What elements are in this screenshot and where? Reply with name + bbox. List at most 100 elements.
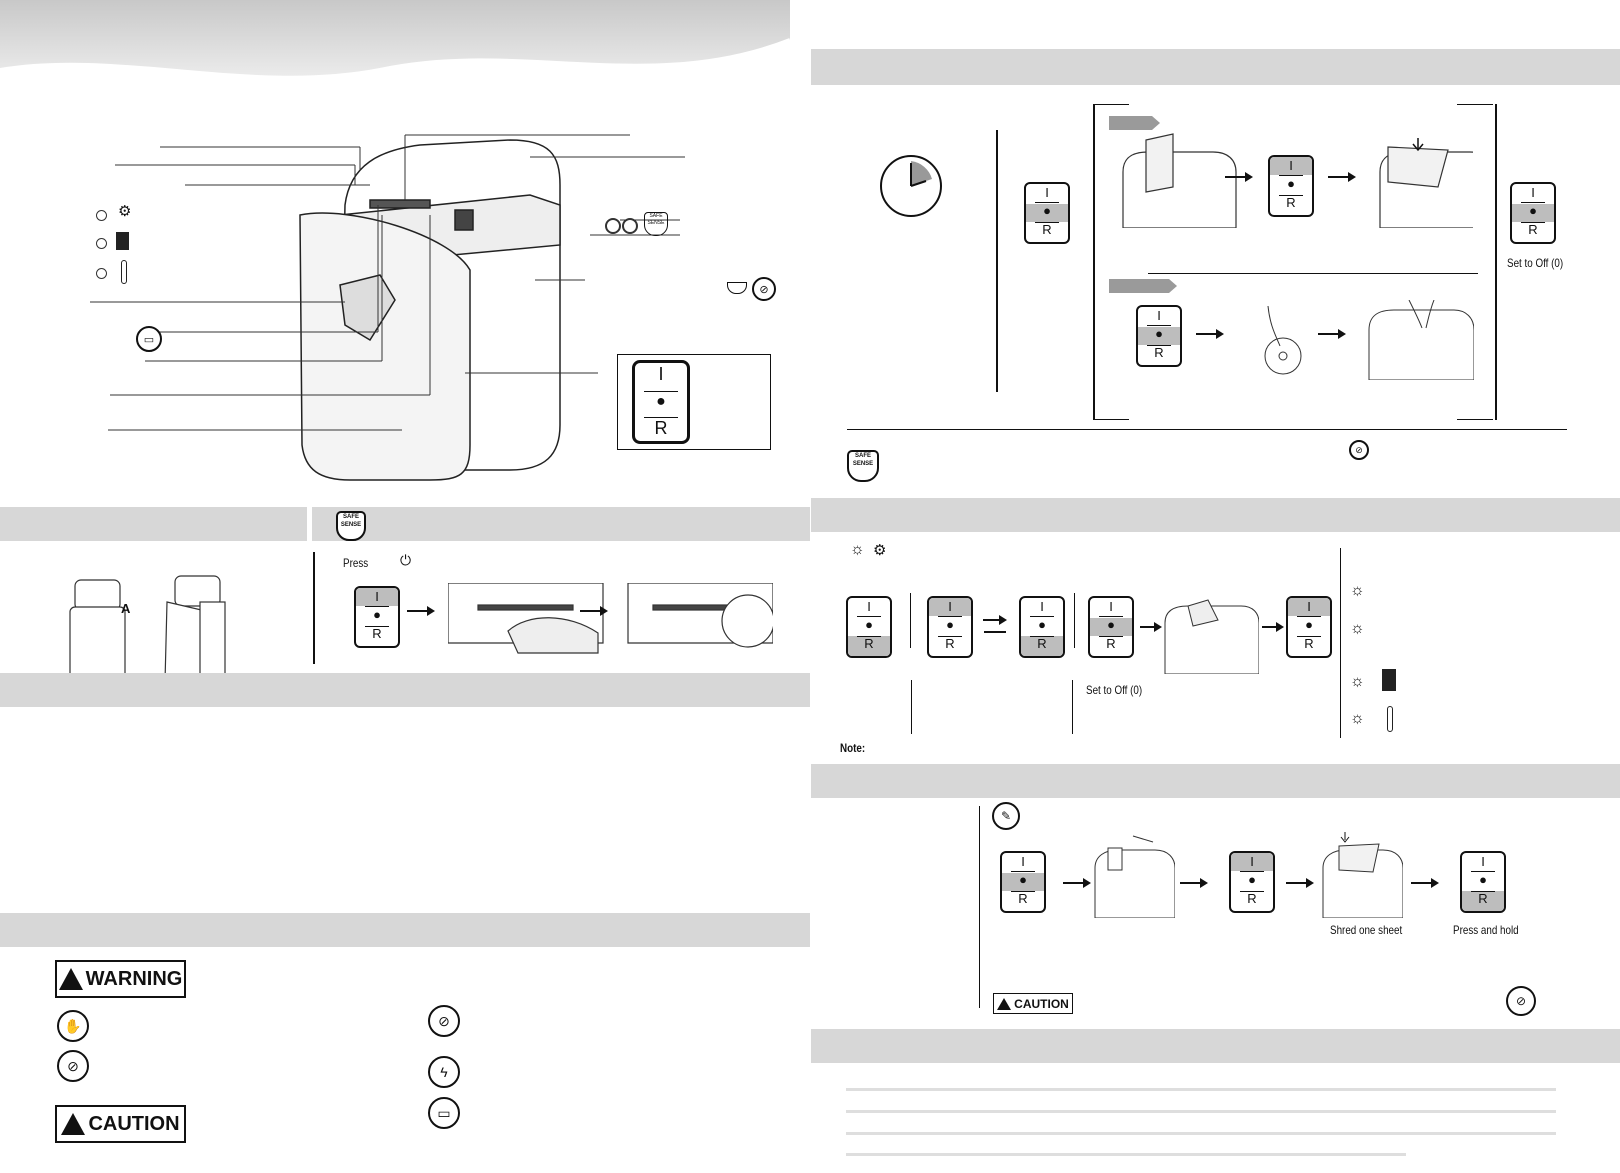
section-band-indicators [811, 498, 1620, 532]
step-tag-paper [1109, 116, 1160, 130]
safe-sense-badge: SAFE SENSE [847, 450, 879, 482]
cd-shred-illustration [1368, 300, 1474, 380]
safe-sense-badge: SAFE SENSE [644, 212, 668, 236]
indicator-dot-binfull [96, 238, 107, 249]
switch-bottom: R [1018, 891, 1028, 906]
sun-indicator-icon: ☼ [1350, 710, 1365, 727]
caution-sign-small: CAUTION [993, 993, 1073, 1014]
divider [1072, 680, 1073, 734]
note-label: Note: [840, 741, 866, 755]
switch-middle: ● [865, 617, 873, 632]
switch-press: I ● R [354, 586, 400, 648]
jam-clear-illustration [1164, 599, 1259, 674]
bracket-top-right [1457, 104, 1493, 105]
flow-arrow [1180, 878, 1208, 888]
switch-bottom: R [945, 636, 955, 651]
safe-sense-badge: SAFE SENSE [336, 511, 366, 541]
switch-bottom: R [1042, 222, 1052, 237]
switch-auto: I ● R [1024, 182, 1070, 244]
text-line [846, 1088, 1556, 1091]
jam-icon: ⚙ [873, 542, 887, 559]
section-band-bin [0, 507, 307, 541]
switch-top: I [1040, 599, 1044, 614]
switch-top: I [867, 599, 871, 614]
switch-jam-5: I ● R [1286, 596, 1332, 658]
switch-bottom: R [1478, 891, 1488, 906]
switch-cd: I ● R [1136, 305, 1182, 367]
flow-arrow [1286, 878, 1314, 888]
divider [313, 552, 315, 664]
bracket-bottom-right [1457, 419, 1493, 420]
switch-middle: ● [1107, 617, 1115, 632]
section-band-safety [0, 913, 810, 947]
switch-top: I [1021, 854, 1025, 869]
no-spray-icon: ⊘ [57, 1050, 89, 1082]
switch-top: I [375, 589, 379, 604]
indicator-dot-b [622, 218, 638, 234]
sun-indicator-icon: ☼ [1350, 673, 1365, 690]
switch-top: I [1531, 185, 1535, 200]
section-band-maintenance [811, 764, 1620, 798]
switch-top: I [1045, 185, 1049, 200]
oil-icon: ▭ [428, 1097, 460, 1129]
text-line [846, 1153, 1406, 1156]
flow-arrow [1328, 172, 1356, 182]
switch-bottom: R [1286, 195, 1296, 210]
switch-top: I [948, 599, 952, 614]
set-to-off-label: Set to Off (0) [1086, 683, 1143, 697]
step-tag-cd [1109, 279, 1177, 293]
caution-text: CAUTION [88, 1112, 180, 1135]
sun-indicator-icon: ☼ [1350, 582, 1365, 599]
switch-jam-1: I ● R [846, 596, 892, 658]
bin-full-icon [116, 232, 129, 250]
sun-indicator-icon: ☼ [850, 541, 865, 558]
oil-icon: ▭ [136, 326, 162, 352]
flow-arrow [1196, 329, 1224, 339]
switch-set-off: I ● R [1510, 182, 1556, 244]
switch-middle: ● [1305, 617, 1313, 632]
divider [1340, 548, 1341, 738]
flow-arrow [1063, 878, 1091, 888]
switch-bottom: R [1037, 636, 1047, 651]
shred-sheet-illustration [1322, 832, 1403, 918]
flow-arrow [1318, 329, 1346, 339]
switch-middle: ● [373, 607, 381, 622]
flow-arrow-right [983, 615, 1007, 625]
power-switch-large: I ● R [632, 360, 690, 444]
switch-middle: ● [1155, 326, 1163, 341]
flow-arrow-left [984, 631, 1006, 633]
switch-bottom: R [864, 636, 874, 651]
lightning-icon: ϟ [428, 1056, 460, 1088]
bracket-top-left [1093, 104, 1129, 105]
no-tie-icon: ⊘ [428, 1005, 460, 1037]
switch-label-on: I [658, 364, 664, 384]
shred-one-sheet-label: Shred one sheet [1330, 923, 1403, 937]
switch-middle: ● [1529, 203, 1537, 218]
switch-callout-box [617, 354, 771, 450]
switch-jam-4: I ● R [1088, 596, 1134, 658]
switch-oil-1: I ● R [1000, 851, 1046, 913]
divider [979, 806, 980, 1008]
shredder-diagram [90, 134, 685, 481]
switch-bottom: R [1154, 345, 1164, 360]
caution-small-text: CAUTION [1014, 996, 1069, 1011]
switch-bottom: R [1106, 636, 1116, 651]
safesense-illustration [448, 583, 773, 654]
switch-top: I [1289, 158, 1293, 173]
no-spray-icon: ⊘ [1506, 986, 1536, 1016]
flow-arrow [1140, 622, 1162, 632]
switch-jam-3: I ● R [1019, 596, 1065, 658]
switch-middle: ● [1479, 872, 1487, 887]
section-band-troubleshooting [811, 1029, 1620, 1063]
warning-sign: WARNING [55, 960, 186, 998]
press-label: Press [343, 556, 369, 570]
switch-middle: ● [1248, 872, 1256, 887]
no-touch-icon: ⊘ [752, 277, 776, 301]
switch-top: I [1109, 599, 1113, 614]
bin-full-icon [1382, 669, 1396, 691]
bracket-bottom-left [1093, 419, 1129, 420]
thermometer-icon [1387, 706, 1393, 732]
cd-icon [1264, 306, 1302, 375]
switch-middle: ● [1019, 872, 1027, 887]
switch-paper: I ● R [1268, 155, 1314, 217]
